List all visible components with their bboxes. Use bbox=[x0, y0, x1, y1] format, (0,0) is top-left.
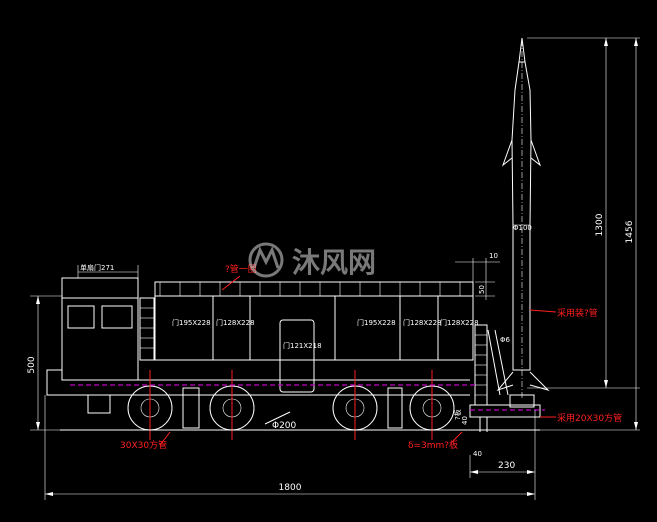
dim-door-width: 单扇门271 bbox=[80, 263, 114, 272]
watermark-text: 沐风网 bbox=[292, 246, 376, 279]
dim-total-width: 1800 bbox=[279, 483, 302, 493]
pipe-diameter-label: Φ6 bbox=[500, 336, 511, 344]
wheels: Φ200 bbox=[127, 370, 455, 440]
missile bbox=[496, 37, 550, 408]
dim-40-bottom: 40 bbox=[473, 450, 482, 458]
dim-missile-diameter: Φ100 bbox=[513, 224, 532, 232]
dim-missile-height: 1300 bbox=[595, 213, 605, 236]
watermark-logo-icon bbox=[248, 242, 284, 278]
wheel-diameter-label: Φ200 bbox=[272, 421, 297, 431]
panel-label-4: 门195X228 bbox=[357, 318, 396, 327]
annotation-square-tube-right: 采用20X30方管 bbox=[557, 412, 622, 424]
watermark: 沐风网 bbox=[248, 242, 376, 279]
annotation-square-tube-left: 30X30方管 bbox=[120, 439, 167, 451]
panel-label-6: 门128X228 bbox=[440, 318, 479, 327]
panel-label-2: 门128X228 bbox=[216, 318, 255, 327]
dim-total-height: 1456 bbox=[625, 220, 635, 243]
wheel-1 bbox=[127, 370, 173, 440]
truck-body bbox=[75, 281, 474, 396]
annotation-top-rail: ?管一圈 bbox=[225, 263, 257, 275]
truck-cab bbox=[46, 277, 155, 414]
dim-10: 10 bbox=[489, 252, 498, 260]
annotation-small-tag: ?板 bbox=[453, 409, 462, 420]
annotation-missile-pipe: 采用装?管 bbox=[557, 307, 598, 319]
panel-label-3: 门121X218 bbox=[283, 341, 322, 350]
panel-label-5: 门128X228 bbox=[403, 318, 442, 327]
truck-dimensions: 1800 500 单扇门271 10 50 230 40 40 bbox=[27, 252, 536, 500]
dim-40-top: 40 bbox=[461, 416, 469, 425]
dim-right-base: 230 bbox=[498, 461, 515, 471]
panel-label-1: 门195X228 bbox=[172, 318, 211, 327]
panel-labels: 门195X228 门128X228 门121X218 门195X228 门128… bbox=[172, 318, 479, 350]
annotations: ?管一圈 采用装?管 采用20X30方管 30X30方管 δ=3mm?板 ?板 bbox=[120, 263, 622, 451]
missile-dimensions: 1300 1456 Φ100 bbox=[513, 37, 640, 431]
annotation-steel-plate: δ=3mm?板 bbox=[408, 439, 458, 451]
dim-left-height: 500 bbox=[27, 356, 37, 373]
dim-50: 50 bbox=[478, 285, 486, 294]
